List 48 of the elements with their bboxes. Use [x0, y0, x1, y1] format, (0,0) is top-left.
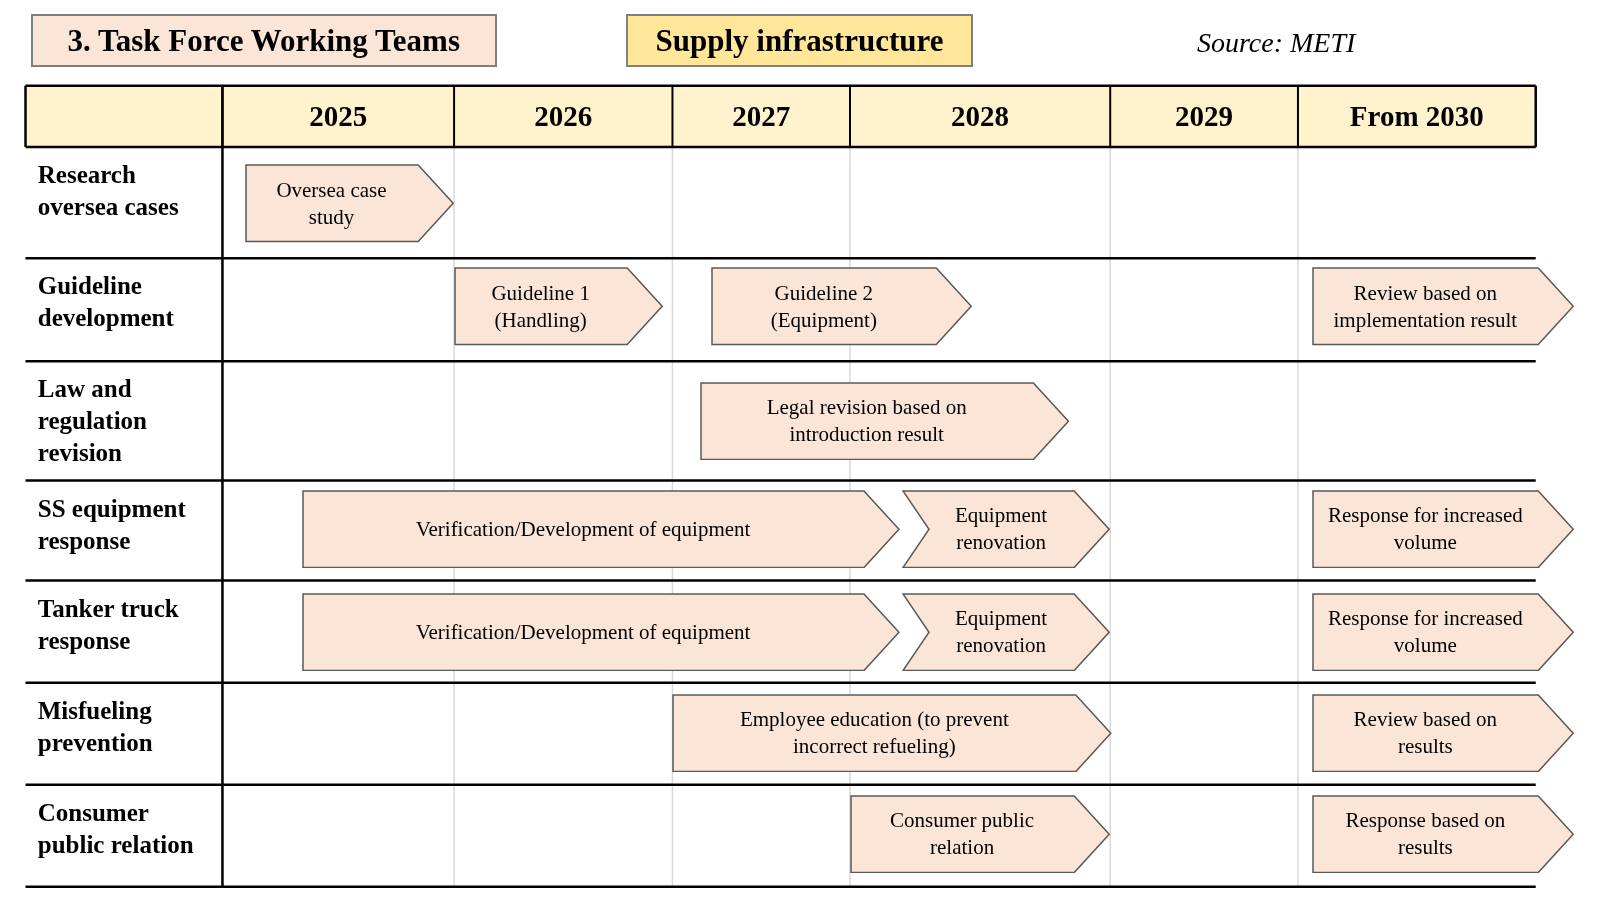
chevron-text: Response for increased volume	[1326, 502, 1524, 557]
chevron-text: Oversea case study	[275, 176, 388, 231]
year-header: 2026	[534, 98, 593, 134]
year-header: From 2030	[1349, 98, 1484, 134]
year-header: 2029	[1175, 98, 1234, 134]
timeline-bar	[1312, 693, 1575, 773]
row-label: Tanker truck response	[37, 593, 180, 656]
chevron-text: Verification/Development of equipment	[415, 515, 751, 543]
title-box	[30, 14, 497, 68]
source-note: Source: METI	[1196, 26, 1356, 61]
chevron-text: Guideline 1 (Handling)	[490, 279, 591, 334]
timeline-bar	[1312, 794, 1575, 874]
title-text: Supply infrastructure	[655, 21, 944, 60]
chevron-text: Consumer public relation	[889, 807, 1036, 862]
chevron-text: Review based on results	[1352, 706, 1499, 761]
chevron-text: Equipment renovation	[954, 605, 1049, 660]
year-header: 2028	[951, 98, 1010, 134]
chevron-text: Equipment renovation	[954, 502, 1049, 557]
chevron-text: Employee education (to prevent incorrect refueling)	[738, 706, 1010, 761]
title-box	[625, 14, 974, 68]
timeline-bar	[711, 267, 973, 346]
row-label: Consumer public relation	[37, 797, 195, 860]
timeline-bar	[902, 592, 1111, 672]
timeline-bar	[244, 164, 455, 243]
chevron-text: Guideline 2 (Equipment)	[769, 279, 878, 334]
chevron-text: Response for increased volume	[1326, 605, 1524, 660]
timeline-bar	[302, 489, 900, 569]
chevron-text: Verification/Development of equipment	[415, 618, 751, 646]
title-text: 3. Task Force Working Teams	[67, 21, 460, 60]
timeline-bar	[1312, 592, 1575, 672]
row-label: Law and regulation revision	[37, 374, 148, 469]
timeline-bar	[1312, 267, 1575, 346]
timeline-bar	[902, 489, 1111, 569]
row-label: SS equipment response	[37, 493, 187, 556]
timeline-bar	[672, 693, 1113, 773]
year-header: 2025	[309, 98, 368, 134]
timeline-bar	[454, 267, 664, 346]
timeline-bar	[302, 592, 900, 672]
chevron-text: Review based on implementation result	[1332, 279, 1519, 334]
timeline-bar	[850, 794, 1111, 874]
timeline-bar	[700, 381, 1070, 461]
row-label: Research oversea cases	[37, 159, 180, 222]
chevron-text: Response based on results	[1344, 807, 1507, 862]
timeline-bar	[1312, 489, 1575, 569]
year-header: 2027	[732, 98, 791, 134]
row-label: Misfueling prevention	[37, 695, 154, 758]
row-label: Guideline development	[37, 271, 175, 334]
chevron-text: Legal revision based on introduction result	[765, 393, 968, 448]
